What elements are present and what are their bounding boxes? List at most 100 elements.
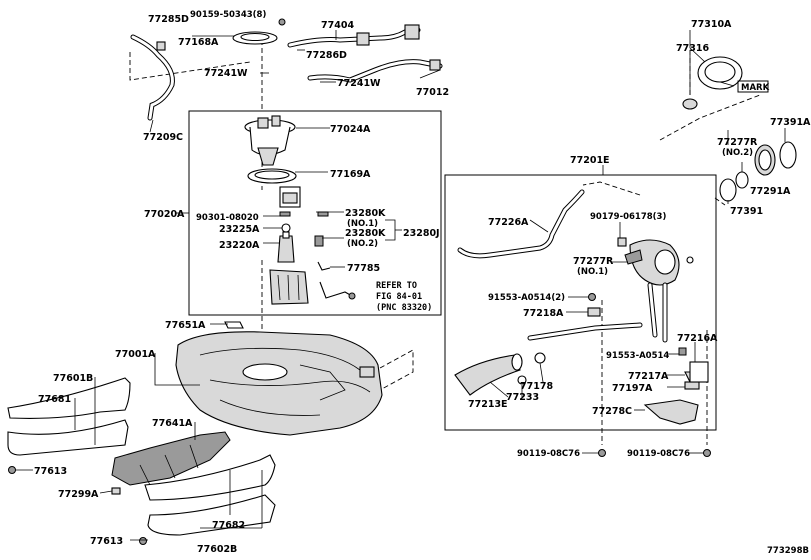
label-77785: 77785 bbox=[347, 263, 380, 274]
label-77169a: 77169A bbox=[330, 169, 371, 180]
label-77226a: 77226A bbox=[488, 217, 529, 228]
gasket-77391a bbox=[779, 141, 797, 169]
clip-77299a bbox=[111, 487, 121, 495]
label-77681: 77681 bbox=[38, 394, 71, 405]
bracket-77197a bbox=[684, 381, 700, 390]
oring-23225a bbox=[281, 223, 291, 233]
label-77241w-2: 77241W bbox=[337, 78, 381, 89]
label-91553-2: 91553-A0514(2) bbox=[488, 293, 565, 303]
label-77404: 77404 bbox=[321, 20, 354, 31]
label-23280k-2: 23280K bbox=[345, 228, 386, 239]
pad-77651a bbox=[224, 321, 244, 329]
label-90159: 90159-50343(8) bbox=[190, 10, 266, 20]
filler-neck-77201e bbox=[624, 239, 694, 343]
sender-77785 bbox=[317, 261, 331, 271]
label-77391a: 77391A bbox=[770, 117, 811, 128]
label-77651a: 77651A bbox=[165, 320, 206, 331]
label-77682: 77682 bbox=[212, 520, 245, 531]
seal-23280k-1 bbox=[317, 211, 329, 217]
label-23280k-1: 23280K bbox=[345, 208, 386, 219]
ring-90301 bbox=[279, 211, 291, 217]
vent-pipe-inner bbox=[528, 323, 642, 340]
label-leaders bbox=[15, 30, 786, 541]
fuel-tank-77001a bbox=[175, 331, 383, 436]
breather-tube-77226a bbox=[457, 189, 585, 259]
label-77217a: 77217A bbox=[628, 371, 669, 382]
regulator bbox=[279, 186, 301, 208]
label-77277r-top-sub: (NO.2) bbox=[722, 148, 753, 158]
label-90179: 90179-06178(3) bbox=[590, 212, 666, 222]
label-77201e: 77201E bbox=[570, 155, 610, 166]
clamp-77233 bbox=[517, 375, 527, 385]
label-90119-2: 90119-08C76 bbox=[627, 449, 690, 459]
bolt-90159 bbox=[278, 18, 286, 26]
figure-id: 773298B bbox=[767, 546, 809, 556]
refer-to-line-1: REFER TO bbox=[376, 281, 417, 291]
protector-77278c bbox=[643, 399, 699, 425]
inlet-hose-77213e bbox=[454, 353, 523, 396]
label-77241w-1: 77241W bbox=[204, 68, 248, 79]
label-77197a: 77197A bbox=[612, 383, 653, 394]
bolt-91553-b bbox=[678, 347, 687, 356]
clamp-77285d bbox=[156, 41, 166, 51]
bolt-90119-a bbox=[598, 449, 606, 457]
label-77613-1: 77613 bbox=[34, 466, 67, 477]
band-77601b bbox=[7, 377, 131, 456]
pump-body bbox=[269, 269, 356, 305]
label-77310a: 77310A bbox=[691, 19, 732, 30]
label-23280k-1-sub: (NO.1) bbox=[347, 219, 378, 229]
label-23280k-2-sub: (NO.2) bbox=[347, 239, 378, 249]
label-77277r-top: 77277R bbox=[717, 137, 758, 148]
gasket-77391 bbox=[719, 178, 737, 202]
label-77216a: 77216A bbox=[677, 333, 718, 344]
label-23220a: 23220A bbox=[219, 240, 260, 251]
bolt-77613-a bbox=[8, 466, 16, 474]
mark-tag bbox=[737, 80, 769, 93]
gasket-77168a-inner bbox=[240, 32, 270, 42]
fuel-cap-77310a bbox=[682, 56, 743, 110]
label-77299a: 77299A bbox=[58, 489, 99, 500]
filler-pipe-group-box bbox=[444, 174, 717, 431]
label-77001a: 77001A bbox=[115, 349, 156, 360]
label-77291a: 77291A bbox=[750, 186, 791, 197]
label-77316: 77316 bbox=[676, 43, 709, 54]
filler-lid-77291a bbox=[754, 144, 776, 176]
label-90301: 90301-08020 bbox=[196, 213, 259, 223]
vent-hose-77209c bbox=[130, 34, 175, 121]
label-77286d: 77286D bbox=[306, 50, 347, 61]
clip-90179 bbox=[617, 237, 627, 247]
clamp-77178 bbox=[534, 352, 546, 364]
label-23225a: 23225A bbox=[219, 224, 260, 235]
label-77285d: 77285D bbox=[148, 14, 189, 25]
bolt-77613-b bbox=[139, 537, 147, 545]
gasket-77169a-inner bbox=[254, 170, 290, 180]
label-77209c: 77209C bbox=[143, 132, 183, 143]
label-90119-1: 90119-08C76 bbox=[517, 449, 580, 459]
label-77233: 77233 bbox=[506, 392, 539, 403]
clamp-77218a bbox=[587, 307, 601, 317]
filter-23220a bbox=[277, 231, 295, 263]
label-77601b: 77601B bbox=[53, 373, 93, 384]
label-77602b: 77602B bbox=[197, 544, 237, 555]
fuel-tube-77404 bbox=[287, 24, 421, 48]
bracket-77216a bbox=[689, 361, 709, 383]
bolt-91553-2 bbox=[588, 293, 596, 301]
label-77218a: 77218A bbox=[523, 308, 564, 319]
label-23280j: 23280J bbox=[403, 228, 440, 239]
ring-77277r-2 bbox=[735, 171, 749, 189]
label-77278c: 77278C bbox=[592, 406, 632, 417]
label-77391: 77391 bbox=[730, 206, 763, 217]
seal-23280k-2 bbox=[314, 235, 324, 247]
label-77012: 77012 bbox=[416, 87, 449, 98]
label-77277r-mid-sub: (NO.1) bbox=[577, 267, 608, 277]
label-77613-2: 77613 bbox=[90, 536, 123, 547]
label-77020a: 77020A bbox=[144, 209, 185, 220]
hose-77012 bbox=[307, 59, 443, 83]
label-77277r-mid: 77277R bbox=[573, 256, 614, 267]
label-77024a: 77024A bbox=[330, 124, 371, 135]
label-91553: 91553-A0514 bbox=[606, 351, 669, 361]
label-77168a: 77168A bbox=[178, 37, 219, 48]
label-77641a: 77641A bbox=[152, 418, 193, 429]
label-77178: 77178 bbox=[520, 381, 553, 392]
